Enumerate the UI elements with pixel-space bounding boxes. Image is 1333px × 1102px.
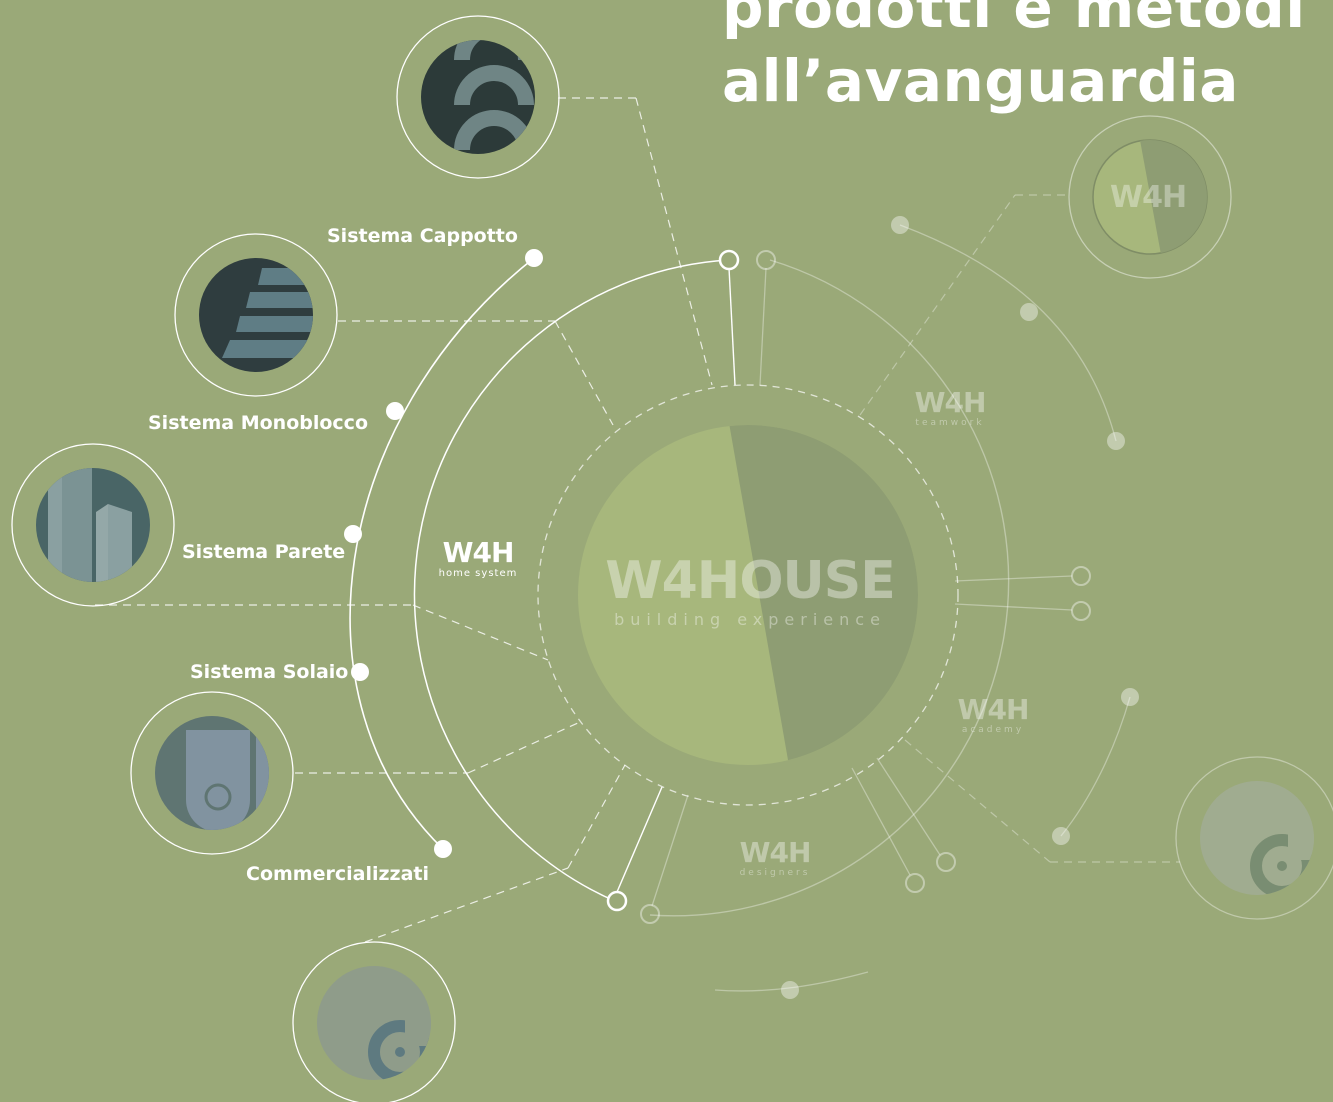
brand-teamwork[interactable]: W4H teamwork [895, 386, 1005, 429]
center-disc [578, 425, 918, 765]
arches-icon [396, 15, 560, 179]
brand-designers-subtitle: designers [739, 868, 811, 878]
brand-home-system-title: W4H [442, 536, 515, 569]
bolt-icon [292, 941, 456, 1102]
brand-academy[interactable]: W4H academy [938, 693, 1048, 736]
brand-academy-title: W4H [957, 693, 1030, 726]
solid-connectors [616, 267, 736, 893]
label-sistema-solaio[interactable]: Sistema Solaio [190, 661, 349, 683]
hollow-nodes [606, 249, 740, 912]
brand-teamwork-subtitle: teamwork [915, 418, 985, 428]
w4h-logo-icon [1068, 115, 1232, 279]
brand-designers[interactable]: W4H designers [720, 836, 830, 879]
label-sistema-cappotto[interactable]: Sistema Cappotto [327, 225, 518, 247]
right-connectors [651, 224, 1131, 992]
brand-home-system-subtitle: home system [438, 568, 518, 579]
label-sistema-monoblocco[interactable]: Sistema Monoblocco [148, 412, 368, 434]
right-dashed-connectors [859, 194, 1180, 863]
outer-ring-left [413, 259, 729, 903]
brand-designers-title: W4H [739, 836, 812, 869]
inner-dashed-ring [537, 384, 959, 806]
brand-home-system[interactable]: W4H home system [430, 536, 526, 580]
slab-icon [130, 691, 294, 855]
center-logo-subtitle: building experience [614, 610, 886, 629]
label-sistema-parete[interactable]: Sistema Parete [182, 541, 346, 563]
outer-ring-right [649, 259, 1010, 917]
stairs-icon [174, 233, 338, 397]
panels-icon [11, 443, 175, 607]
brand-teamwork-title: W4H [914, 386, 987, 419]
brand-academy-subtitle: academy [961, 725, 1025, 735]
corner-logo: W4H [1110, 180, 1187, 215]
headline-line-1: prodotti e metodi [722, 0, 1306, 41]
arc-dots [344, 249, 543, 858]
headline: prodotti e metodi all’avanguardia [722, 0, 1306, 118]
headline-line-2: all’avanguardia [722, 47, 1239, 115]
center-logo-title: W4HOUSE [605, 551, 895, 611]
faded-nodes [640, 250, 1091, 924]
bolt-icon-faded [1175, 756, 1333, 920]
center-logo: W4HOUSE building experience [600, 552, 900, 629]
label-commercializzati[interactable]: Commercializzati [246, 863, 430, 885]
faded-dots [781, 216, 1139, 999]
left-spokes [95, 97, 713, 943]
systems-arc [349, 257, 535, 850]
